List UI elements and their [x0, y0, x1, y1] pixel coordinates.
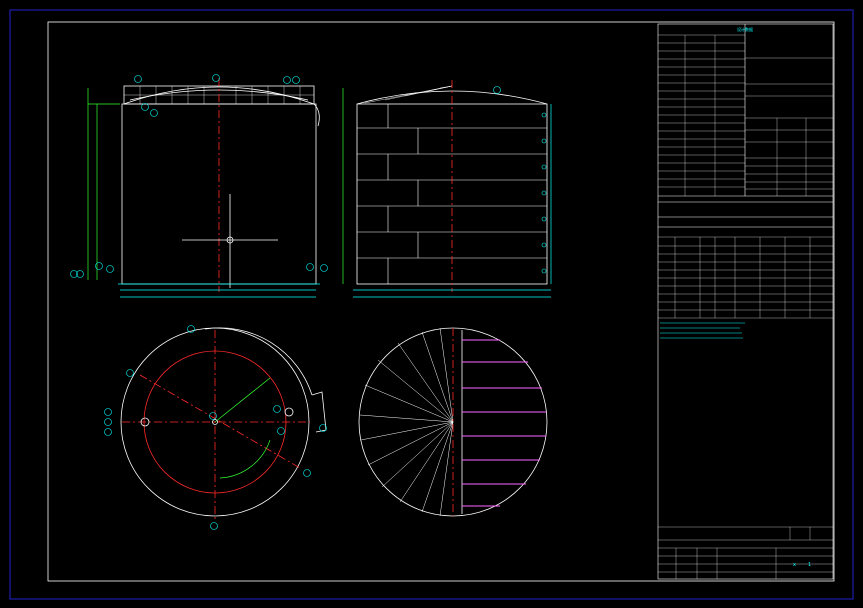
roof-rafters-fan: [364, 85, 453, 104]
platform-end: [311, 391, 327, 433]
crosshair-center: [226, 236, 234, 244]
title-block[interactable]: 设计数据 x 1: [657, 23, 834, 580]
plan-center-nozzle: [212, 419, 218, 425]
plan-markers: [104, 325, 327, 530]
handrail: [313, 103, 320, 127]
plan-manhole-left: [140, 417, 150, 427]
platform-arc: [204, 327, 313, 396]
tb-left-rows: [658, 34, 745, 196]
drawing-border: [47, 21, 835, 582]
plan-view[interactable]: [104, 325, 327, 530]
plan-diagonal: [139, 374, 301, 469]
notes-lines: [660, 322, 745, 339]
roof-plan-rafters-left: [359, 327, 454, 517]
nozzle-markers-front: [70, 74, 328, 278]
outer-frame: [9, 9, 854, 600]
course-markers: [493, 86, 547, 274]
side-elevation[interactable]: [342, 80, 552, 298]
plan-radius-leader: [214, 377, 271, 423]
plan-manhole-right: [284, 407, 294, 417]
front-elevation[interactable]: [70, 74, 328, 298]
tb-header-text: 设计数据: [737, 26, 753, 32]
revision-block: [658, 526, 833, 579]
roof-plan[interactable]: [358, 327, 548, 517]
title-block-frame: [657, 23, 834, 580]
roof-plan-rafters-right: [462, 339, 546, 507]
tb-marker-num: 1: [808, 562, 811, 568]
tb-marker-x: x: [793, 562, 796, 568]
plan-angle-arc: [219, 439, 271, 479]
tb-right-rows: [745, 57, 833, 196]
nozzle-table: [658, 236, 833, 319]
